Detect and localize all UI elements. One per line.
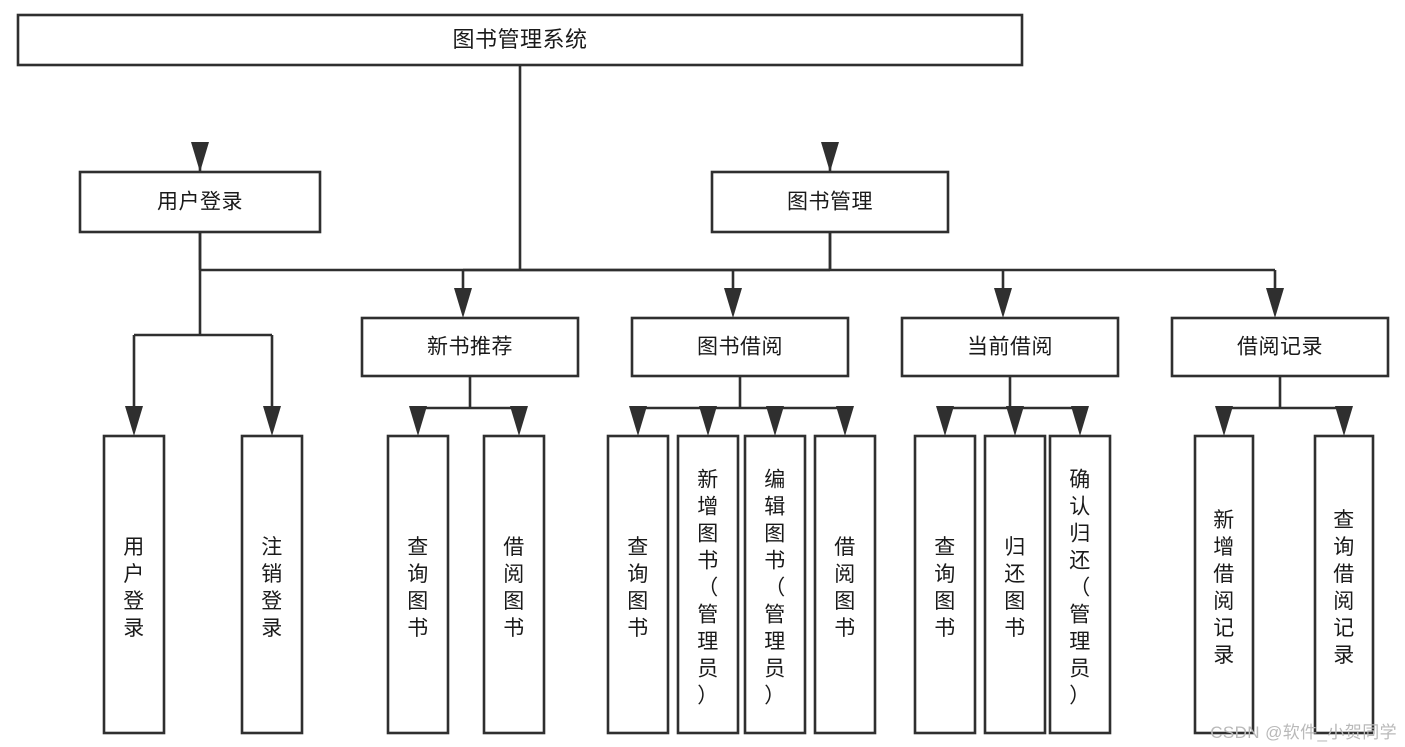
node-box-leaf-confirm-return[interactable] (1048, 434, 1112, 735)
node-label-leaf-query-record: 查询借阅记录 (1333, 509, 1355, 667)
node-leaf-confirm-return[interactable]: 确认归还（管理员） (1048, 434, 1112, 735)
node-label-leaf-query-book-1: 查询图书 (407, 536, 429, 640)
arrow-head-icon (629, 406, 647, 436)
node-new-book-rec[interactable]: 新书推荐 (360, 316, 580, 378)
node-book-manage[interactable]: 图书管理 (710, 170, 950, 234)
connector-root (191, 65, 839, 272)
node-label-leaf-query-book-3: 查询图书 (934, 536, 956, 640)
arrow-head-icon (1266, 288, 1284, 318)
node-leaf-query-record[interactable]: 查询借阅记录 (1313, 434, 1375, 735)
node-box-leaf-query-record[interactable] (1313, 434, 1375, 735)
node-leaf-borrow-book-1[interactable]: 借阅图书 (482, 434, 546, 735)
arrow-head-icon (1335, 406, 1353, 436)
node-box-user-login[interactable] (78, 170, 322, 234)
node-box-leaf-borrow-book-1[interactable] (482, 434, 546, 735)
connector-current-borrow (936, 376, 1089, 436)
node-label-current-borrow: 当前借阅 (967, 336, 1053, 359)
node-leaf-user-login[interactable]: 用户登录 (102, 434, 166, 735)
node-leaf-query-book-3[interactable]: 查询图书 (913, 434, 977, 735)
node-label-user-login: 用户登录 (157, 191, 243, 214)
node-leaf-borrow-book-2[interactable]: 借阅图书 (813, 434, 877, 735)
arrow-head-icon (1071, 406, 1089, 436)
node-book-borrow[interactable]: 图书借阅 (630, 316, 850, 378)
arrow-head-icon (454, 288, 472, 318)
connector-book-manage (454, 232, 1284, 318)
node-box-leaf-borrow-book-2[interactable] (813, 434, 877, 735)
node-leaf-query-book-2[interactable]: 查询图书 (606, 434, 670, 735)
node-leaf-add-book[interactable]: 新增图书（管理员） (676, 434, 740, 735)
node-box-new-book-rec[interactable] (360, 316, 580, 378)
arrow-head-icon (821, 142, 839, 172)
node-box-leaf-logout[interactable] (240, 434, 304, 735)
connector-book-borrow (629, 376, 854, 436)
node-label-leaf-query-book-2: 查询图书 (627, 536, 649, 640)
node-user-login[interactable]: 用户登录 (78, 170, 322, 234)
node-label-leaf-return-book: 归还图书 (1004, 536, 1026, 640)
arrow-head-icon (125, 406, 143, 436)
node-box-leaf-query-book-1[interactable] (386, 434, 450, 735)
connector-borrow-record (1215, 376, 1353, 436)
arrow-head-icon (510, 406, 528, 436)
node-box-book-borrow[interactable] (630, 316, 850, 378)
arrow-head-icon (409, 406, 427, 436)
arrow-head-icon (994, 288, 1012, 318)
connector-new-book-rec (409, 376, 528, 436)
node-label-leaf-add-record: 新增借阅记录 (1213, 509, 1235, 667)
node-box-leaf-return-book[interactable] (983, 434, 1047, 735)
node-label-leaf-borrow-book-1: 借阅图书 (503, 536, 525, 640)
node-leaf-edit-book[interactable]: 编辑图书（管理员） (743, 434, 807, 735)
node-label-leaf-edit-book: 编辑图书（管理员） (764, 468, 786, 707)
node-label-leaf-logout: 注销登录 (261, 536, 283, 640)
arrow-head-icon (724, 288, 742, 318)
node-label-book-borrow: 图书借阅 (697, 336, 783, 359)
arrow-head-icon (936, 406, 954, 436)
node-box-borrow-record[interactable] (1170, 316, 1390, 378)
node-leaf-logout[interactable]: 注销登录 (240, 434, 304, 735)
node-box-current-borrow[interactable] (900, 316, 1120, 378)
node-box-leaf-user-login[interactable] (102, 434, 166, 735)
node-box-root[interactable] (16, 13, 1024, 67)
arrow-head-icon (263, 406, 281, 436)
node-current-borrow[interactable]: 当前借阅 (900, 316, 1120, 378)
node-label-leaf-add-book: 新增图书（管理员） (697, 468, 719, 707)
node-leaf-add-record[interactable]: 新增借阅记录 (1193, 434, 1255, 735)
node-box-leaf-query-book-2[interactable] (606, 434, 670, 735)
csdn-watermark: CSDN @软件_小贺同学 (1210, 723, 1397, 742)
node-borrow-record[interactable]: 借阅记录 (1170, 316, 1390, 378)
node-label-new-book-rec: 新书推荐 (427, 336, 513, 359)
node-box-leaf-add-record[interactable] (1193, 434, 1255, 735)
node-label-book-manage: 图书管理 (787, 191, 873, 214)
node-leaf-query-book-1[interactable]: 查询图书 (386, 434, 450, 735)
connector-user-login (125, 232, 281, 436)
node-label-root: 图书管理系统 (452, 27, 587, 52)
arrow-head-icon (191, 142, 209, 172)
node-box-leaf-query-book-3[interactable] (913, 434, 977, 735)
arrow-head-icon (699, 406, 717, 436)
node-label-leaf-user-login: 用户登录 (123, 536, 145, 640)
node-label-borrow-record: 借阅记录 (1237, 336, 1323, 359)
node-label-leaf-borrow-book-2: 借阅图书 (834, 536, 856, 640)
arrow-head-icon (836, 406, 854, 436)
arrow-head-icon (1006, 406, 1024, 436)
node-leaf-return-book[interactable]: 归还图书 (983, 434, 1047, 735)
node-box-leaf-add-book[interactable] (676, 434, 740, 735)
node-layer: 图书管理系统用户登录图书管理新书推荐图书借阅当前借阅借阅记录用户登录注销登录查询… (16, 13, 1390, 735)
connector-layer (125, 65, 1353, 436)
arrow-head-icon (766, 406, 784, 436)
node-box-book-manage[interactable] (710, 170, 950, 234)
arrow-head-icon (1215, 406, 1233, 436)
node-root[interactable]: 图书管理系统 (16, 13, 1024, 67)
node-label-leaf-confirm-return: 确认归还（管理员） (1069, 468, 1091, 707)
node-box-leaf-edit-book[interactable] (743, 434, 807, 735)
